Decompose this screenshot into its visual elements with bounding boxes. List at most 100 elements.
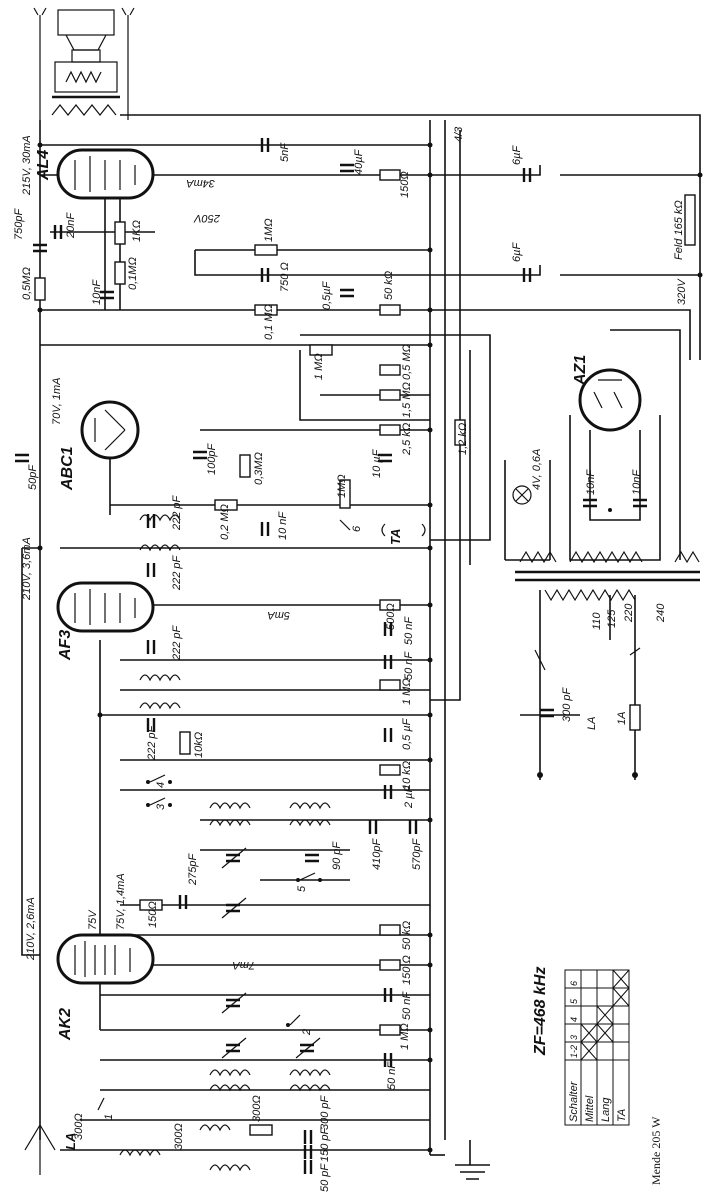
table-cross-mark — [580, 1023, 598, 1043]
switch-number: 2 — [301, 1029, 313, 1036]
capacitors — [15, 138, 647, 1174]
wiring — [21, 114, 701, 1180]
label-al4-current: 34mA — [186, 177, 215, 189]
table-cross-mark — [596, 1005, 614, 1025]
resistor-af3-500 — [379, 599, 401, 611]
switch-number: 6 — [351, 525, 363, 532]
resistor-al4-05m — [34, 277, 46, 301]
r-label: 150Ω — [399, 171, 411, 198]
table-cell — [580, 969, 598, 989]
r-label: 0,2 MΩ — [219, 504, 231, 540]
resistor-ak-150 — [139, 899, 163, 911]
table-col-header: 6 — [569, 981, 579, 986]
mains-plugs — [537, 772, 638, 778]
c-label: 20nF — [65, 212, 77, 239]
resistor-al4-01m — [114, 261, 126, 285]
switch-number: 5 — [296, 885, 308, 892]
c-label: 10nF — [585, 469, 597, 495]
tap-label: 110 — [591, 612, 603, 630]
label-ak2: AK2 — [57, 1008, 74, 1041]
r-label: 300Ω — [73, 1113, 85, 1140]
c-label: 40µF — [353, 148, 365, 175]
r-label: 1,5 MΩ — [401, 382, 413, 418]
c-label: 50 nF — [403, 616, 415, 645]
model-caption: Mende 205 W — [649, 1116, 663, 1185]
label-250v: 250V — [193, 212, 221, 224]
resistor-ak-10k — [379, 764, 401, 776]
label-lamp: 4V, 0,6A — [531, 449, 543, 490]
resistor-feld — [684, 194, 696, 246]
table-row-label: Mittel — [584, 1095, 596, 1122]
label-feld: Feld 165 kΩ — [673, 200, 685, 260]
dial-lamp — [512, 485, 532, 505]
table-cross-mark — [612, 969, 630, 989]
r-label: 0,1 MΩ — [263, 304, 275, 340]
resistor-al4-1k — [114, 221, 126, 245]
tube-az1 — [578, 368, 642, 432]
label-ak2-voltage2: 75V — [87, 909, 99, 930]
table-col-header: 3 — [569, 1035, 579, 1040]
resistor-abc-02m — [214, 499, 238, 511]
resistor-al4-1m — [254, 244, 278, 256]
c-label: 5nF — [279, 142, 291, 162]
r-label: 0,5MΩ — [21, 267, 33, 300]
label-zf: ZF=468 kHz — [532, 967, 549, 1056]
c-label: 300 pF — [319, 1094, 331, 1130]
c-label: 410pF — [371, 838, 383, 870]
resistor-abc-25k — [379, 424, 401, 436]
r-label: 0,5 MΩ — [401, 344, 413, 380]
misc-labels: 250V 320V Feld 165 kΩ 4V, 0,6A TA LA LA … — [63, 126, 688, 1185]
c-label: 10nF — [91, 279, 103, 305]
label-abc1-voltage: 70V, 1mA — [51, 378, 63, 426]
c-label: 6µF — [511, 145, 523, 165]
c-label: 2 µF — [403, 784, 415, 809]
table-cross-mark — [580, 1041, 598, 1061]
label-af3-current: 5mA — [267, 609, 290, 621]
r-label: 10kΩ — [193, 732, 205, 758]
tap-label: 125 — [606, 609, 618, 628]
fuse — [629, 704, 641, 731]
c-label: 750pF — [13, 208, 25, 240]
r-label: 300Ω — [173, 1123, 185, 1150]
resistor-ant-300-c — [249, 1124, 273, 1136]
ta-sockets — [381, 523, 426, 537]
resistor-af3-10k — [179, 731, 191, 755]
label-abc1: ABC1 — [59, 446, 76, 491]
label-al4: AL4 — [35, 150, 52, 181]
label-ta: TA — [388, 529, 403, 545]
c-label: 6µF — [511, 242, 523, 262]
c-label: 150 pF — [319, 1126, 331, 1162]
table-cell — [596, 1041, 614, 1061]
table-cell — [580, 987, 598, 1007]
r-label: 0,3MΩ — [253, 452, 265, 485]
resistor-ak-150b — [379, 959, 401, 971]
tap-label: 220 — [623, 603, 635, 623]
table-col-header: 4 — [569, 1017, 579, 1022]
tap-label: 240 — [655, 603, 667, 623]
table-row-label: Lang — [600, 1097, 612, 1122]
c-label: 750 Ω — [279, 262, 291, 292]
r-label: 1KΩ — [131, 220, 143, 242]
resistor-abc-03m — [239, 454, 251, 478]
table-cell — [612, 1023, 630, 1043]
c-label: 222 pF — [146, 724, 158, 761]
r-label: 50 kΩ — [383, 271, 395, 300]
c-label: 300 pF — [561, 686, 573, 722]
pot-label: 1MΩ — [336, 474, 348, 498]
resistor-abc-1m — [309, 344, 333, 356]
table-cross-mark — [612, 987, 630, 1007]
switch-number: 3 — [155, 803, 167, 810]
junctions — [37, 142, 703, 1153]
c-label: 50 pF — [319, 1163, 331, 1192]
c-label: 222 pF — [171, 554, 183, 591]
resistors — [34, 169, 696, 1136]
r-label: 1,2 kΩ — [457, 423, 469, 455]
r-label: 1 MΩ — [401, 678, 413, 705]
label-ak2-current: 7mA — [232, 959, 255, 971]
resistor-al4-01m-b — [254, 304, 278, 316]
c-label: 222 pF — [171, 494, 183, 531]
tube-labels: AL4 215V, 30mA 34mA ABC1 70V, 1mA AF3 21… — [21, 135, 589, 1041]
label-al4-voltage: 215V, 30mA — [21, 135, 33, 196]
